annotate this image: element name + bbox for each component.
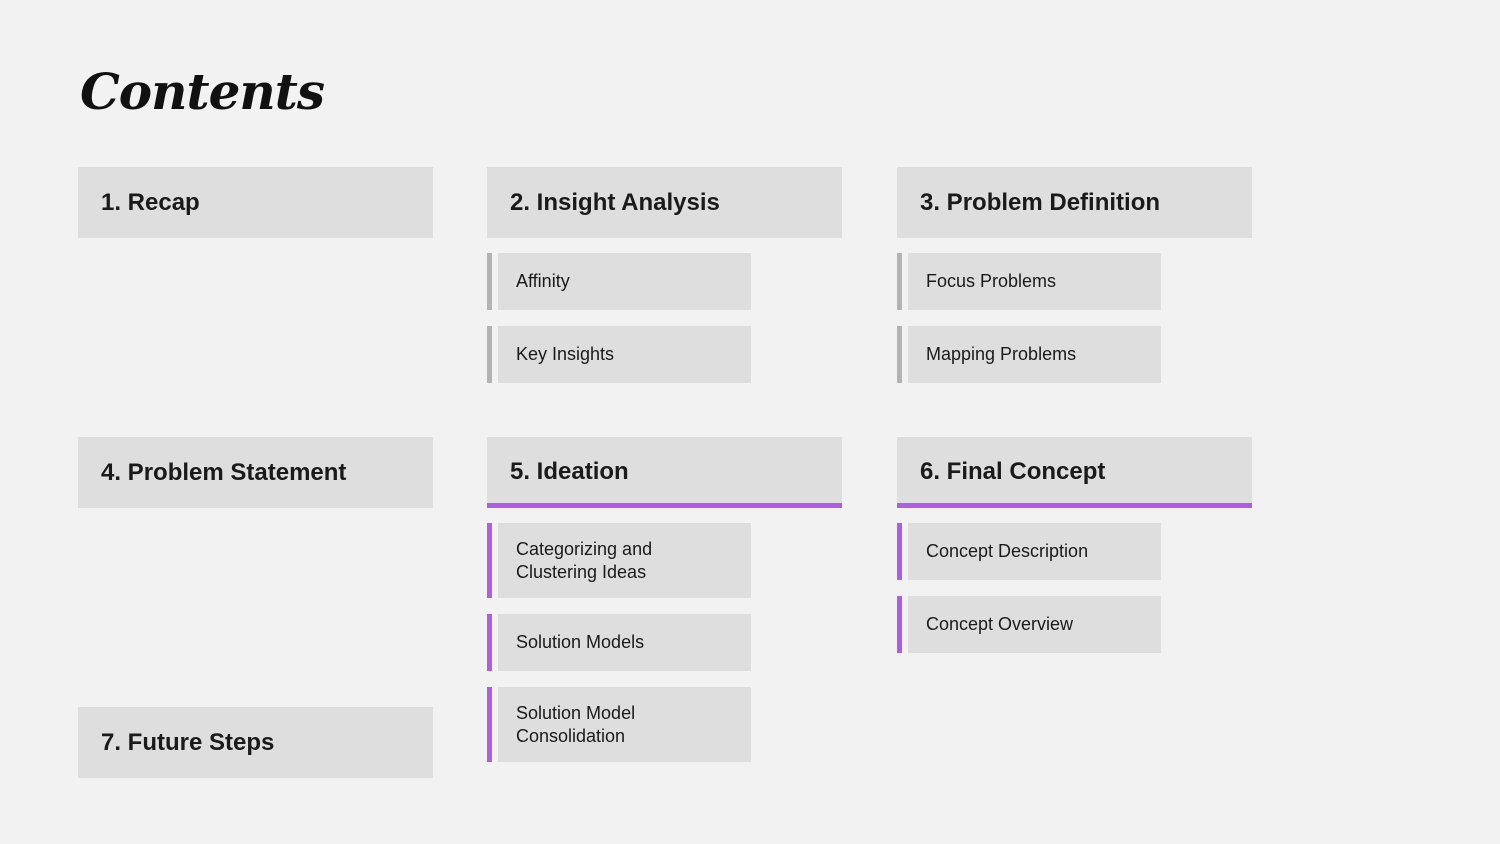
subitem-label: Concept Overview: [908, 596, 1161, 653]
subitem-label: Solution Model Consolidation: [498, 687, 751, 762]
subitem-marker: [487, 614, 492, 671]
subitem-key-insights[interactable]: Key Insights: [487, 326, 751, 383]
subitem-marker: [487, 253, 492, 310]
section-label: 4. Problem Statement: [101, 458, 347, 486]
section-label: 1. Recap: [101, 188, 200, 216]
subitem-solution-models[interactable]: Solution Models: [487, 614, 751, 671]
subitem-label: Categorizing and Clustering Ideas: [498, 523, 751, 598]
subitem-categorizing-ideas[interactable]: Categorizing and Clustering Ideas: [487, 523, 751, 598]
subitem-label: Mapping Problems: [908, 326, 1161, 383]
subitem-concept-description[interactable]: Concept Description: [897, 523, 1161, 580]
section-label: 3. Problem Definition: [920, 188, 1161, 216]
subitem-label: Focus Problems: [908, 253, 1161, 310]
subitem-focus-problems[interactable]: Focus Problems: [897, 253, 1161, 310]
subitem-marker: [487, 523, 492, 598]
page-title: Contents: [80, 62, 325, 121]
section-future-steps[interactable]: 7. Future Steps: [78, 707, 433, 778]
section-problem-definition[interactable]: 3. Problem Definition: [897, 167, 1252, 238]
subitem-marker: [897, 596, 902, 653]
subitem-concept-overview[interactable]: Concept Overview: [897, 596, 1161, 653]
subitem-marker: [897, 523, 902, 580]
subitem-marker: [487, 326, 492, 383]
section-label: 7. Future Steps: [101, 728, 275, 756]
subitem-affinity[interactable]: Affinity: [487, 253, 751, 310]
subitem-solution-model-consolidation[interactable]: Solution Model Consolidation: [487, 687, 751, 762]
subitem-marker: [897, 326, 902, 383]
subitem-marker: [897, 253, 902, 310]
subitem-label: Key Insights: [498, 326, 751, 383]
subitem-marker: [487, 687, 492, 762]
section-recap[interactable]: 1. Recap: [78, 167, 433, 238]
subitem-label: Concept Description: [908, 523, 1161, 580]
section-ideation[interactable]: 5. Ideation: [487, 437, 842, 508]
section-problem-statement[interactable]: 4. Problem Statement: [78, 437, 433, 508]
subitem-mapping-problems[interactable]: Mapping Problems: [897, 326, 1161, 383]
section-label: 5. Ideation: [510, 458, 629, 485]
subitem-label: Solution Models: [498, 614, 751, 671]
section-label: 2. Insight Analysis: [510, 188, 720, 216]
section-insight-analysis[interactable]: 2. Insight Analysis: [487, 167, 842, 238]
subitem-label: Affinity: [498, 253, 751, 310]
section-label: 6. Final Concept: [920, 458, 1106, 485]
section-final-concept[interactable]: 6. Final Concept: [897, 437, 1252, 508]
